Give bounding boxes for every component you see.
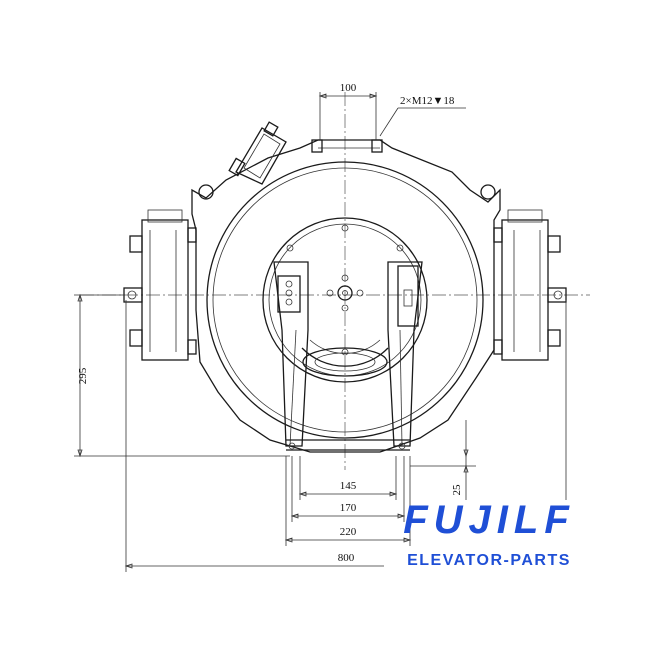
dim-w2-label: 170 — [340, 502, 357, 514]
dim-height: 295 — [74, 293, 290, 458]
motor-housing — [191, 139, 501, 453]
dim-offset: 25 — [410, 420, 476, 500]
brand-tagline: ELEVATOR-PARTS — [407, 552, 571, 569]
brand-name: FUJILF — [403, 498, 575, 542]
dim-overall: 800 — [124, 300, 567, 572]
sheave — [206, 161, 484, 439]
dim-offset-label: 25 — [451, 484, 463, 496]
left-brake — [123, 209, 197, 361]
dim-w1-label: 145 — [340, 480, 357, 492]
dim-top-spacing-label: 100 — [340, 82, 357, 94]
dim-w2: 170 — [290, 456, 406, 522]
right-brake — [493, 209, 567, 361]
brand-logo: FUJILF — [384, 500, 594, 540]
dim-w3-label: 220 — [340, 526, 357, 538]
dim-overall-label: 800 — [338, 552, 355, 564]
bolt-spec-label: 2×M12▼18 — [400, 95, 455, 107]
dim-height-label: 295 — [77, 367, 89, 384]
dim-w3: 220 — [284, 456, 412, 546]
junction-box — [228, 121, 287, 185]
dim-top-spacing: 100 — [318, 82, 378, 140]
support-frame — [273, 261, 423, 451]
bolt-callout: 2×M12▼18 — [379, 95, 466, 137]
dim-w1: 145 — [298, 456, 398, 500]
